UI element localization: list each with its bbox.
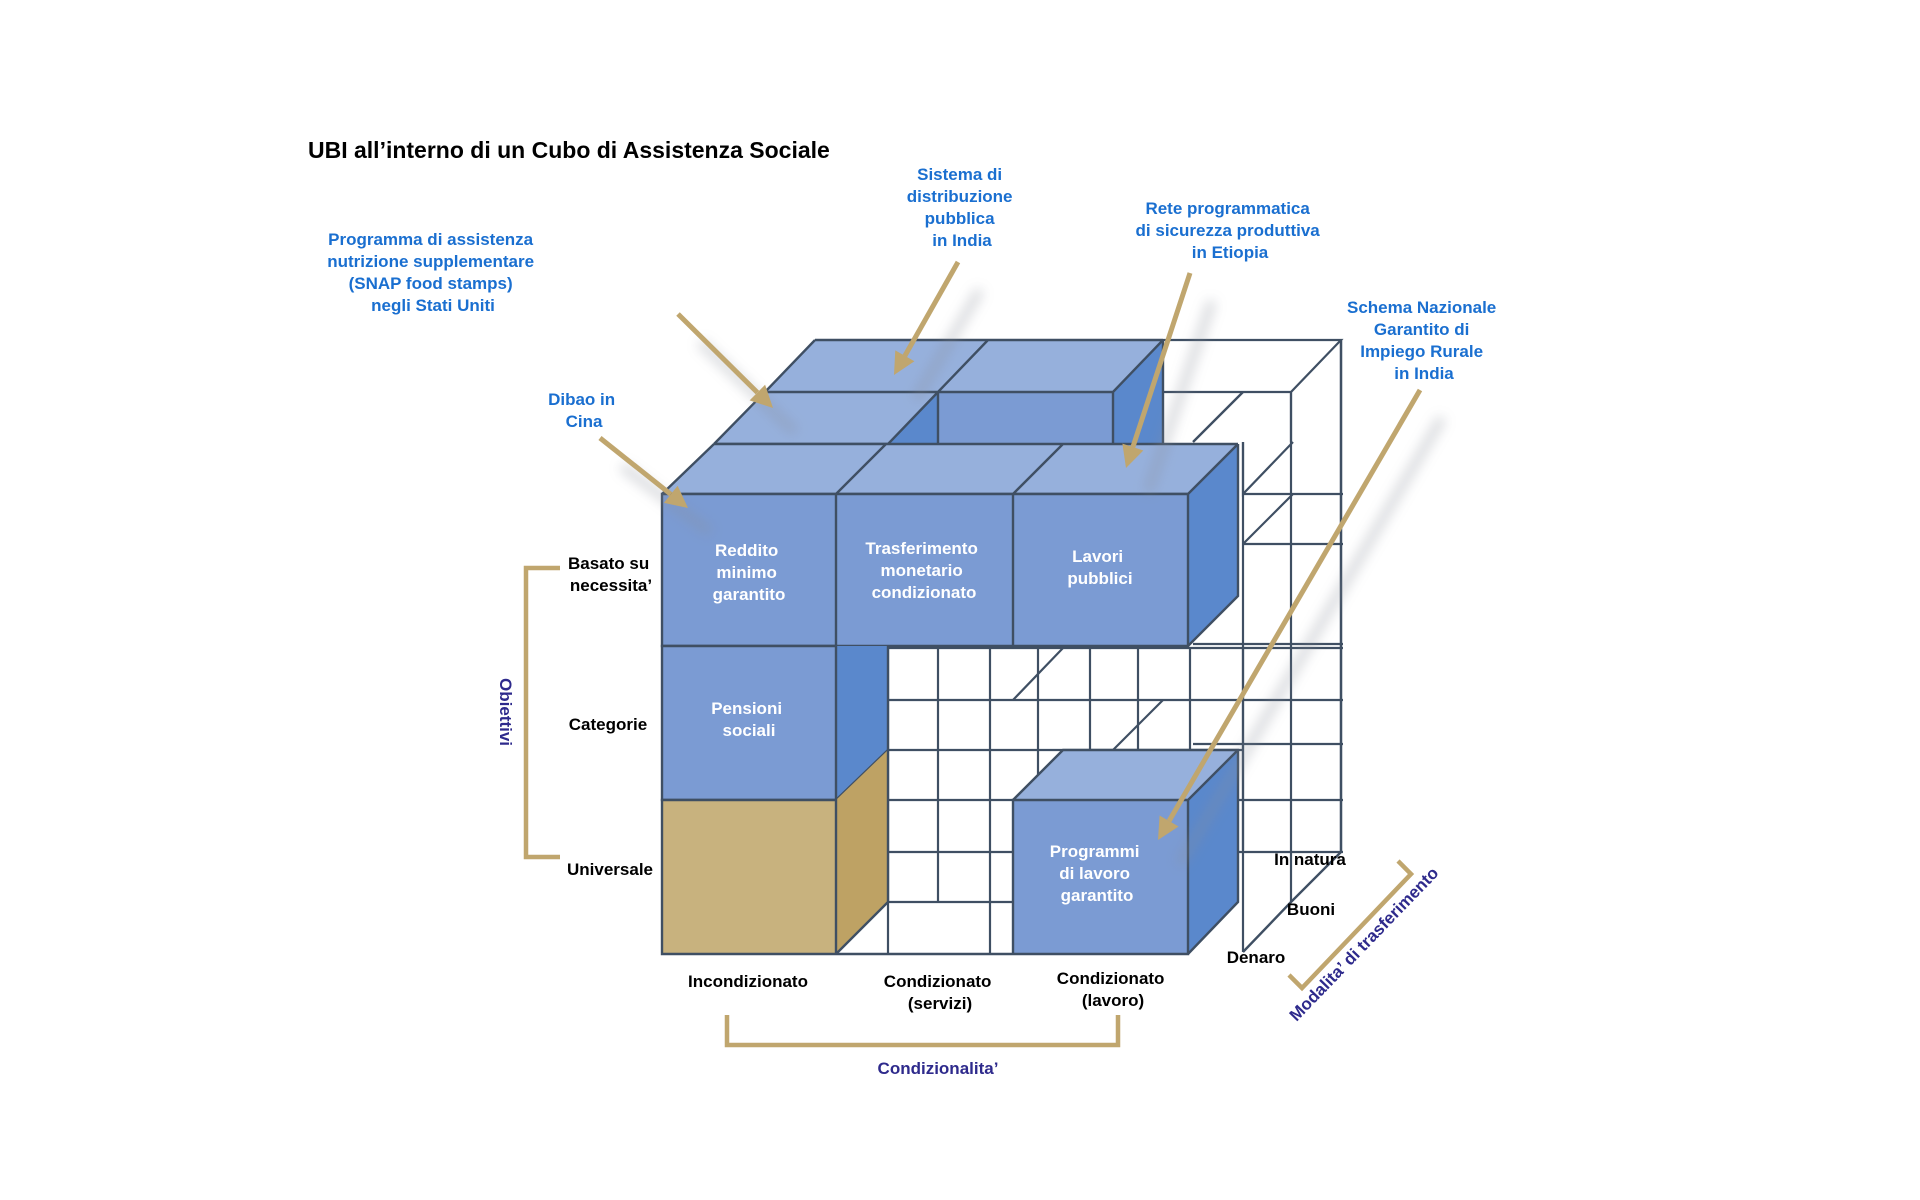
top-face	[662, 444, 886, 494]
cube-top-front	[661, 442, 1240, 647]
axis-objectives-title: Obiettivi	[496, 678, 515, 746]
cell-ubi	[662, 800, 836, 954]
label-reddito: Reddito minimo garantito	[713, 541, 786, 604]
arrow-ethiopia	[1122, 272, 1217, 494]
example-snap: Programma di assistenza nutrizione suppl…	[327, 230, 539, 315]
cell-lavori	[1013, 494, 1188, 646]
level-conditional-services: Condizionato (servizi)	[884, 972, 996, 1013]
top-face	[836, 444, 1063, 494]
cell-pensioni	[662, 646, 836, 800]
cube-front-row-universal	[660, 748, 1240, 956]
arrow-india-pds	[894, 260, 984, 402]
cell-programmi	[1013, 800, 1188, 954]
level-in-kind: In natura	[1274, 850, 1346, 869]
label-trasferimento: Trasferimento monetario condizionato	[865, 539, 982, 602]
example-nrega: Schema Nazionale Garantito di Impiego Ru…	[1347, 298, 1501, 383]
side-face	[1188, 444, 1238, 646]
level-categories: Categorie	[569, 715, 647, 734]
label-programmi: Programmi di lavoro garantito	[1050, 842, 1144, 905]
level-vouchers: Buoni	[1287, 900, 1335, 919]
level-needs-based: Basato su necessita’	[568, 554, 654, 595]
axis-conditionality: Condizionalita’ Incondizionato Condizion…	[688, 969, 1169, 1078]
level-conditional-work: Condizionato (lavoro)	[1057, 969, 1169, 1010]
level-unconditional: Incondizionato	[688, 972, 808, 991]
example-arrows	[598, 260, 1446, 867]
axis-objectives: Obiettivi Basato su necessita’ Categorie…	[496, 554, 654, 879]
label-pensioni: Pensioni sociali	[711, 699, 787, 740]
axis-transfer: In natura Buoni Denaro Modalita’ di tras…	[1227, 850, 1443, 1025]
cube-front-row-categories	[660, 644, 890, 802]
example-ethiopia: Rete programmatica di sicurezza produtti…	[1136, 199, 1325, 262]
top-face	[1013, 444, 1238, 494]
level-cash: Denaro	[1227, 948, 1286, 967]
example-india-pds: Sistema di distribuzione pubblica in Ind…	[907, 165, 1018, 250]
page-title: UBI all’interno di un Cubo di Assistenza…	[308, 137, 830, 163]
axis-transfer-title: Modalita’ di trasferimento	[1286, 864, 1443, 1025]
example-labels: Programma di assistenza nutrizione suppl…	[327, 165, 1501, 431]
example-dibao: Dibao in Cina	[548, 390, 620, 431]
arrow-dibao	[598, 436, 713, 536]
label-lavori: Lavori pubblici	[1067, 547, 1132, 588]
level-universal: Universale	[567, 860, 653, 879]
top-face	[938, 340, 1163, 392]
side-face-ubi	[836, 750, 888, 954]
top-face	[1013, 750, 1238, 800]
axis-conditionality-title: Condizionalita’	[878, 1059, 999, 1078]
cell-labels: Reddito minimo garantito Trasferimento m…	[711, 539, 1144, 905]
cell-trasferimento	[836, 494, 1013, 646]
front-face	[938, 392, 1113, 444]
arrow-snap	[676, 312, 799, 436]
arrow-nrega	[1158, 388, 1446, 867]
side-face	[1188, 750, 1238, 954]
cube-front-row-needs	[660, 492, 1190, 648]
